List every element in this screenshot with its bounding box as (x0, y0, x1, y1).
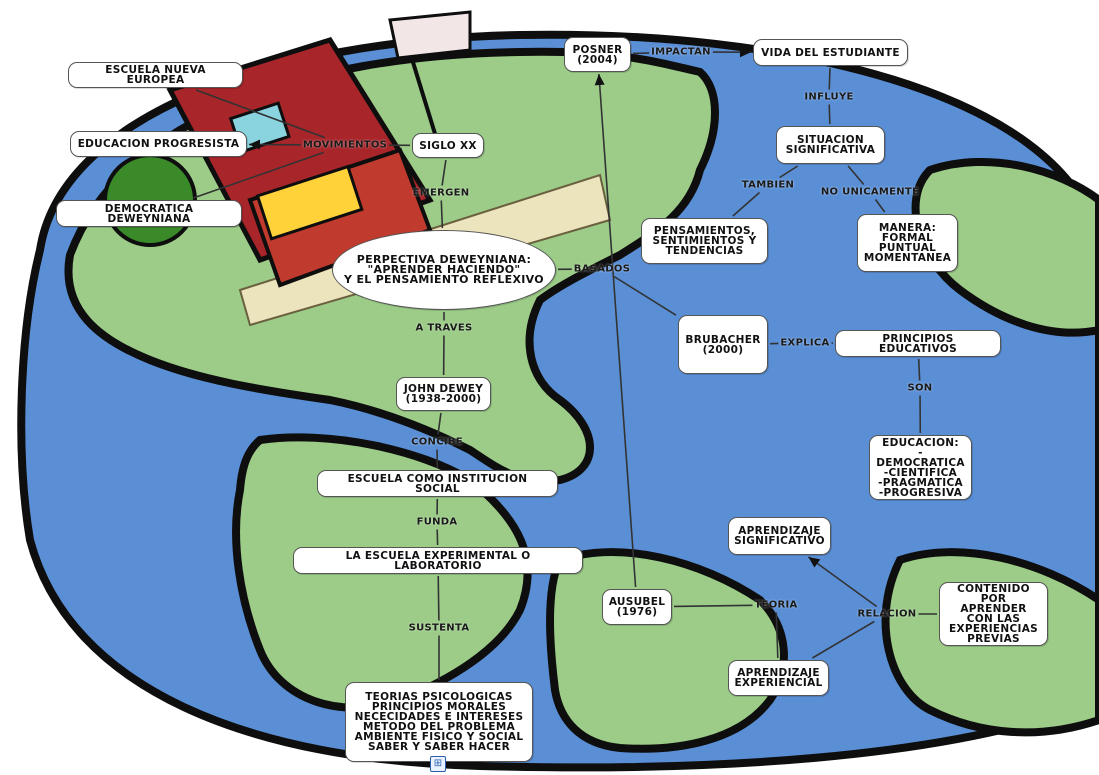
link-vida-estudiante-influye (829, 68, 830, 90)
node-aprendizaje-experiencial[interactable]: APRENDIZAJE EXPERIENCIAL (728, 660, 829, 696)
link-label-son: SON (908, 383, 933, 394)
link-label-relacion: RELACION (858, 609, 917, 620)
node-contenido[interactable]: CONTENIDO POR APRENDER CON LAS EXPERIENC… (939, 582, 1048, 646)
link-siglo-xx-emergen (442, 160, 446, 186)
link-label-movimientos: MOVIMIENTOS (303, 140, 387, 151)
link-label-funda: FUNDA (417, 517, 458, 528)
arrowhead-educacion-progresista (249, 140, 260, 150)
link-movimientos-democratica-deweyniana (193, 153, 323, 199)
node-aprendizaje-significativo[interactable]: APRENDIZAJE SIGNIFICATIVO (728, 517, 831, 555)
arrowhead-aprendizaje-significativo (808, 557, 820, 568)
node-escuela-institucion-social[interactable]: ESCUELA COMO INSTITUCION SOCIAL (317, 470, 558, 497)
node-principios-educativos[interactable]: PRINCIPIOS EDUCATIVOS (835, 330, 1001, 357)
node-situacion-significativa[interactable]: SITUACION SIGNIFICATIVA (776, 126, 885, 164)
link-ausubel-teoria (674, 605, 752, 606)
link-tambien-pensamientos (733, 193, 760, 217)
expand-map-icon[interactable]: ⊞ (430, 756, 446, 772)
link-situacion-significativa-no-unicamente (848, 166, 864, 185)
node-educacion-progresista[interactable]: EDUCACION PROGRESISTA (70, 131, 247, 157)
node-siglo-xx[interactable]: SIGLO XX (412, 133, 484, 158)
node-pensamientos[interactable]: PENSAMIENTOS, SENTIMIENTOS Y TENDENCIAS (641, 218, 768, 264)
node-posner[interactable]: POSNER (2004) (564, 37, 631, 72)
link-no-unicamente-manera (876, 200, 885, 213)
arrowhead-posner (595, 74, 605, 85)
node-vida-estudiante[interactable]: VIDA DEL ESTUDIANTE (753, 39, 908, 66)
link-label-teoria: TEORIA (754, 600, 797, 611)
link-label-emergen: EMERGEN (413, 188, 470, 199)
node-perspectiva-deweyniana[interactable]: PERPECTIVA DEWEYNIANA: "APRENDER HACIEND… (332, 230, 556, 310)
node-educacion-tipos[interactable]: EDUCACION: -DEMOCRATICA -CIENTIFICA -PRA… (869, 435, 972, 500)
link-principios-educativos-son (919, 359, 920, 381)
link-relacion-aprendizaje-significativo (808, 557, 876, 607)
arrowhead-vida-estudiante (740, 47, 751, 57)
link-ausubel-posner (599, 74, 636, 587)
link-teoria-aprendizaje-experiencial (776, 613, 778, 659)
link-label-concibe: CONCIBE (411, 437, 463, 448)
link-label-a-traves: A TRAVES (416, 323, 473, 334)
node-escuela-nueva-europea[interactable]: ESCUELA NUEVA EUROPEA (68, 62, 243, 88)
link-label-sustenta: SUSTENTA (409, 623, 470, 634)
link-basados-brubacher (614, 277, 676, 316)
link-label-no-unicamente: NO UNICAMENTE (821, 187, 919, 198)
node-teorias-psicologicas[interactable]: TEORIAS PSICOLOGICAS PRINCIPIOS MORALES … (345, 682, 533, 762)
node-john-dewey[interactable]: JOHN DEWEY (1938-2000) (396, 377, 491, 411)
node-manera[interactable]: MANERA: FORMAL PUNTUAL MOMENTANEA (857, 214, 958, 272)
node-escuela-experimental[interactable]: LA ESCUELA EXPERIMENTAL O LABORATORIO (293, 547, 583, 574)
link-label-tambien: TAMBIEN (742, 180, 794, 191)
link-aprendizaje-experiencial-relacion (812, 622, 874, 659)
node-democratica-deweyniana[interactable]: DEMOCRATICA DEWEYNIANA (56, 200, 242, 227)
link-label-impactan: IMPACTAN (651, 47, 711, 58)
link-label-basados: BASADOS (574, 264, 630, 275)
link-john-dewey-concibe (438, 413, 441, 435)
link-label-influye: INFLUYE (804, 92, 853, 103)
link-influye-situacion-significativa (829, 105, 830, 125)
link-label-explica: EXPLICA (780, 338, 829, 349)
link-situacion-significativa-tambien (780, 166, 798, 178)
link-escuela-experimental-sustenta (438, 576, 439, 621)
node-ausubel[interactable]: AUSUBEL (1976) (602, 589, 672, 625)
link-emergen-perspectiva-deweyniana (441, 201, 442, 229)
node-brubacher[interactable]: BRUBACHER (2000) (678, 315, 768, 374)
